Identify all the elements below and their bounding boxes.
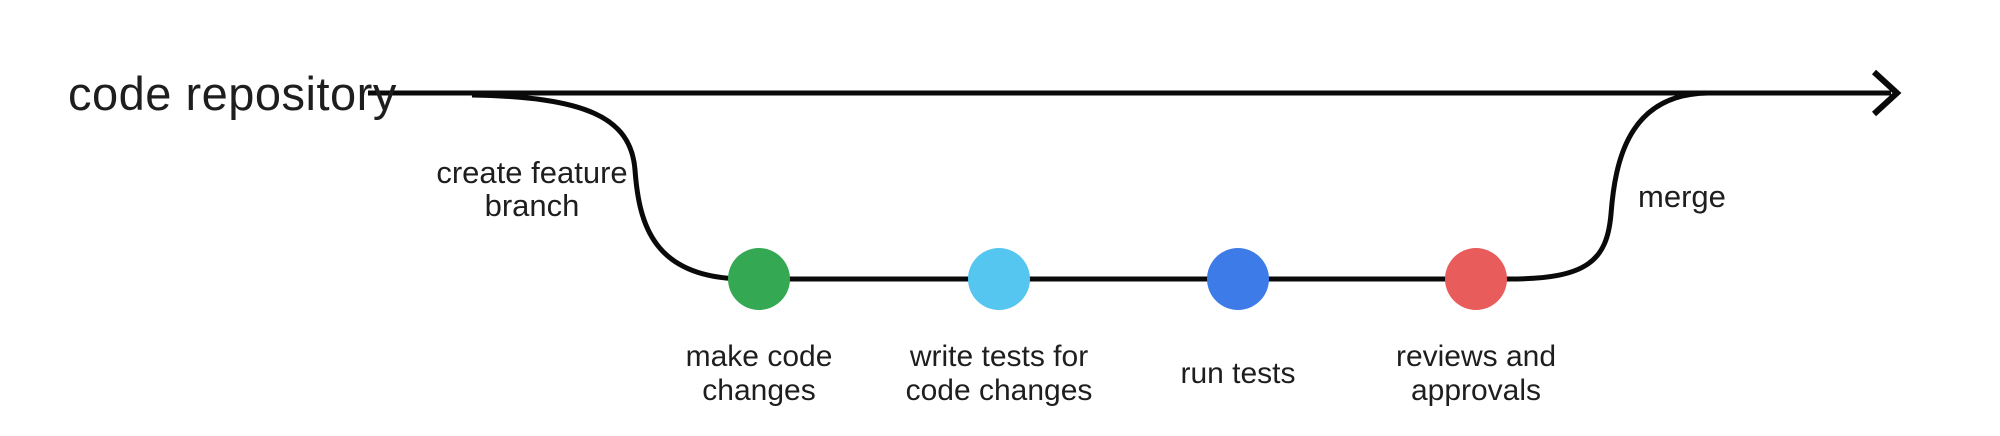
step-dot-make-code-changes — [728, 248, 790, 310]
step-label-line2: code changes — [905, 374, 1093, 407]
create-feature-branch-label-line2: branch — [484, 188, 580, 223]
step-label-line1: run tests — [1180, 357, 1296, 390]
merge-curve — [1509, 90, 1709, 282]
code-repository-label: code repository — [68, 67, 397, 120]
step-dot-write-tests — [968, 248, 1030, 310]
create-feature-branch-label-line1: create feature — [436, 155, 628, 190]
step-label-run-tests: run tests — [1078, 338, 1398, 410]
step-label-reviews-approvals: reviews and approvals — [1316, 338, 1636, 410]
step-label-make-code-changes: make code changes — [599, 338, 919, 410]
branch-out-curve — [471, 92, 747, 282]
step-label-line1: write tests for — [909, 340, 1089, 373]
step-label-line1: reviews and — [1395, 340, 1557, 373]
step-label-write-tests: write tests for code changes — [839, 338, 1159, 410]
step-dot-run-tests — [1207, 248, 1269, 310]
merge-label: merge — [1638, 179, 1726, 214]
step-label-line1: make code — [685, 340, 833, 373]
arrow-right-icon — [1871, 69, 1902, 117]
step-label-line2: changes — [702, 374, 816, 407]
create-feature-branch-label: create feature branch — [382, 156, 682, 222]
step-dot-reviews-approvals — [1445, 248, 1507, 310]
step-label-line2: approvals — [1410, 374, 1542, 407]
